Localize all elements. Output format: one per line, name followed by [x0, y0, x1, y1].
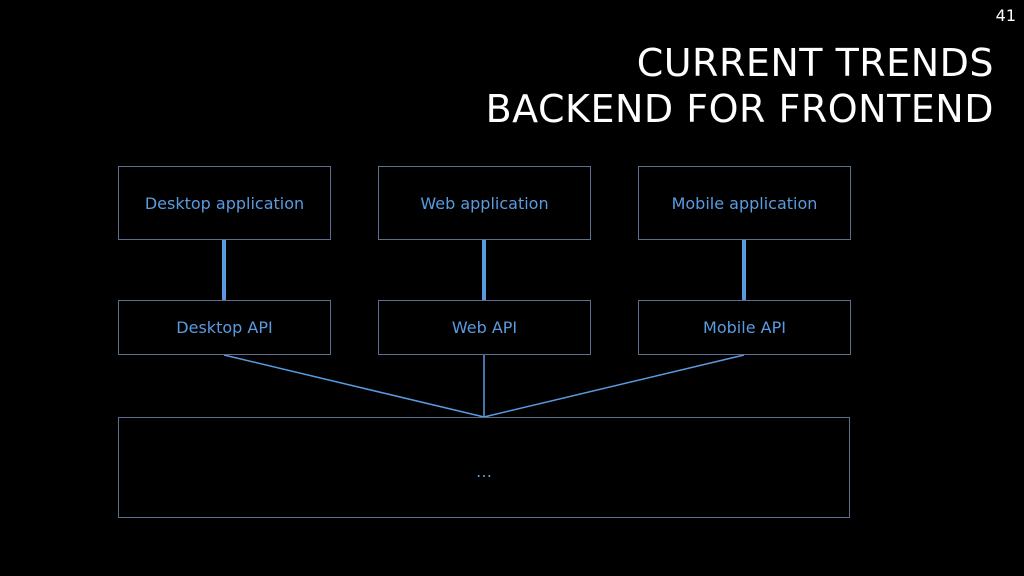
slide-title: CURRENT TRENDS BACKEND FOR FRONTEND: [486, 40, 994, 132]
mobile-api-box: Mobile API: [638, 300, 851, 355]
backend-box: …: [118, 417, 850, 518]
mobile-application-box: Mobile application: [638, 166, 851, 240]
desktop-api-box: Desktop API: [118, 300, 331, 355]
connector-desktop-api-to-backend: [223, 354, 485, 418]
web-application-box: Web application: [378, 166, 591, 240]
connector-mobile-api-to-backend: [483, 354, 745, 418]
web-api-box: Web API: [378, 300, 591, 355]
desktop-application-box: Desktop application: [118, 166, 331, 240]
slide-number: 41: [995, 6, 1016, 25]
title-line-2: BACKEND FOR FRONTEND: [485, 87, 994, 131]
title-line-1: CURRENT TRENDS: [636, 41, 994, 85]
